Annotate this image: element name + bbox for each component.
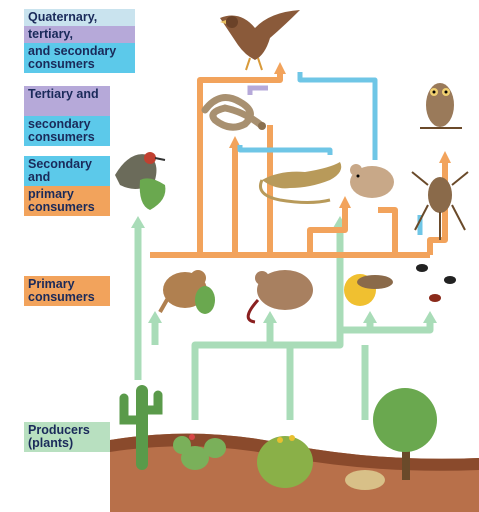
snake-icon bbox=[205, 98, 266, 131]
tertiary-arrow bbox=[250, 88, 268, 95]
mouse-icon bbox=[350, 164, 394, 198]
hawk-icon bbox=[220, 10, 300, 70]
grasshopper-on-flower-icon bbox=[344, 274, 393, 306]
shrub-icon bbox=[345, 470, 385, 490]
kangaroo-rat-icon bbox=[248, 270, 313, 322]
primary-arrows bbox=[150, 72, 445, 255]
ants-icon bbox=[416, 264, 456, 302]
woodpecker-icon bbox=[115, 152, 165, 210]
primary-arrowheads bbox=[229, 62, 451, 208]
ground-squirrel-icon bbox=[160, 270, 215, 314]
owl-icon bbox=[420, 83, 462, 128]
